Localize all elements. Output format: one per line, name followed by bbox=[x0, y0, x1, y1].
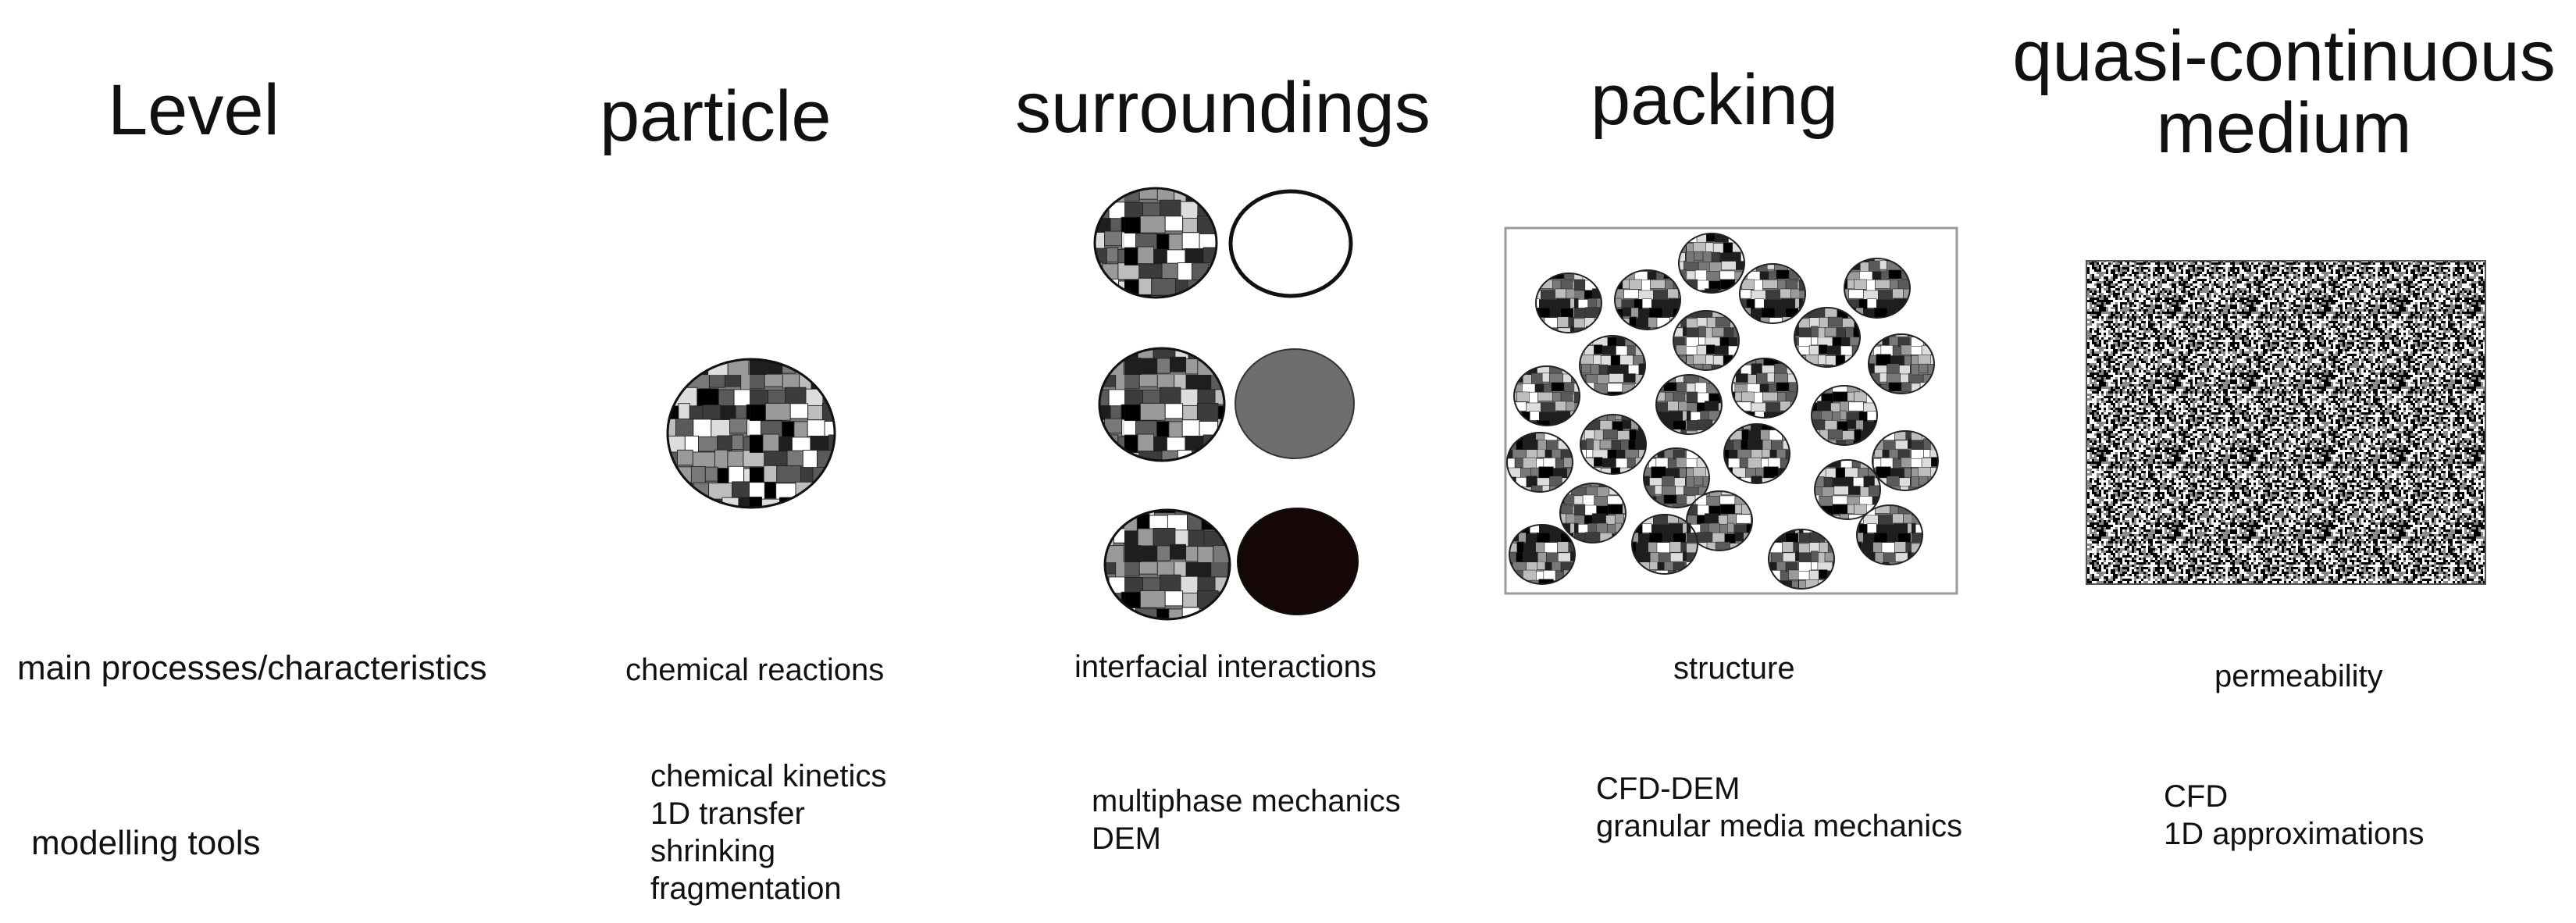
row-label-tools: modelling tools bbox=[31, 824, 261, 862]
packed-particle bbox=[1579, 335, 1646, 396]
surrounding-gray-medium bbox=[1235, 348, 1355, 459]
header-level: Level bbox=[108, 70, 280, 150]
tools-surroundings: multiphase mechanics DEM bbox=[1092, 782, 1401, 857]
packed-particle bbox=[1643, 447, 1710, 508]
tools-medium-1: CFD bbox=[2164, 779, 2229, 814]
packed-particle bbox=[1794, 307, 1861, 368]
packed-particle bbox=[1872, 430, 1939, 491]
tools-medium: CFD 1D approximations bbox=[2164, 778, 2425, 853]
packed-particle bbox=[1631, 514, 1698, 575]
packed-particle bbox=[1509, 524, 1576, 585]
packed-particle bbox=[1673, 310, 1740, 371]
packed-particle bbox=[1513, 365, 1580, 426]
header-particle: particle bbox=[600, 77, 832, 156]
tools-packing-1: CFD-DEM bbox=[1596, 772, 1740, 806]
tools-particle-4: fragmentation bbox=[650, 871, 842, 906]
row-label-processes: main processes/characteristics bbox=[17, 649, 487, 687]
packed-particle bbox=[1678, 233, 1745, 294]
medium-square bbox=[2086, 260, 2486, 585]
header-packing: packing bbox=[1591, 60, 1839, 140]
tools-particle-2: 1D transfer bbox=[650, 796, 805, 831]
tools-particle-3: shrinking bbox=[650, 834, 776, 868]
packed-particle bbox=[1856, 504, 1923, 565]
tools-particle: chemical kinetics 1D transfer shrinking … bbox=[650, 757, 886, 907]
tools-medium-2: 1D approximations bbox=[2164, 817, 2425, 851]
packed-particle bbox=[1535, 273, 1602, 333]
packed-particle bbox=[1739, 263, 1806, 324]
tools-packing: CFD-DEM granular media mechanics bbox=[1596, 770, 1962, 845]
packed-particle bbox=[1731, 358, 1798, 419]
packed-particle bbox=[1844, 258, 1911, 319]
packed-particle bbox=[1655, 374, 1723, 435]
single-particle bbox=[666, 358, 836, 509]
header-medium: quasi-continuous medium bbox=[1999, 20, 2569, 164]
surroundings-group bbox=[1093, 187, 1359, 621]
process-packing: structure bbox=[1673, 651, 1795, 686]
process-medium: permeability bbox=[2214, 659, 2383, 693]
packing-particles bbox=[1506, 233, 1939, 590]
header-surroundings: surroundings bbox=[1015, 68, 1431, 148]
packed-particle bbox=[1811, 385, 1878, 446]
process-particle: chemical reactions bbox=[625, 653, 885, 687]
process-surroundings: interfacial interactions bbox=[1074, 650, 1377, 684]
tools-particle-1: chemical kinetics bbox=[650, 759, 887, 793]
surrounding-particle-1 bbox=[1093, 187, 1218, 299]
packed-particle bbox=[1559, 483, 1626, 543]
tools-surroundings-1: multiphase mechanics bbox=[1092, 784, 1401, 818]
surrounding-empty-medium bbox=[1228, 189, 1353, 298]
header-medium-line2: medium bbox=[2156, 88, 2412, 168]
packed-particle bbox=[1580, 414, 1647, 475]
packed-particle bbox=[1814, 459, 1881, 520]
packed-particle bbox=[1868, 333, 1935, 394]
tools-surroundings-2: DEM bbox=[1092, 821, 1161, 856]
tools-packing-2: granular media mechanics bbox=[1596, 809, 1963, 843]
packed-particle bbox=[1506, 432, 1573, 493]
header-medium-line1: quasi-continuous bbox=[2012, 16, 2556, 96]
packed-particle bbox=[1768, 529, 1835, 590]
surrounding-particle-2 bbox=[1098, 347, 1226, 462]
surrounding-dark-medium bbox=[1237, 508, 1359, 615]
packed-particle bbox=[1723, 423, 1790, 484]
packed-particle bbox=[1686, 490, 1753, 551]
packed-particle bbox=[1614, 269, 1681, 330]
surrounding-particle-3 bbox=[1103, 508, 1231, 621]
